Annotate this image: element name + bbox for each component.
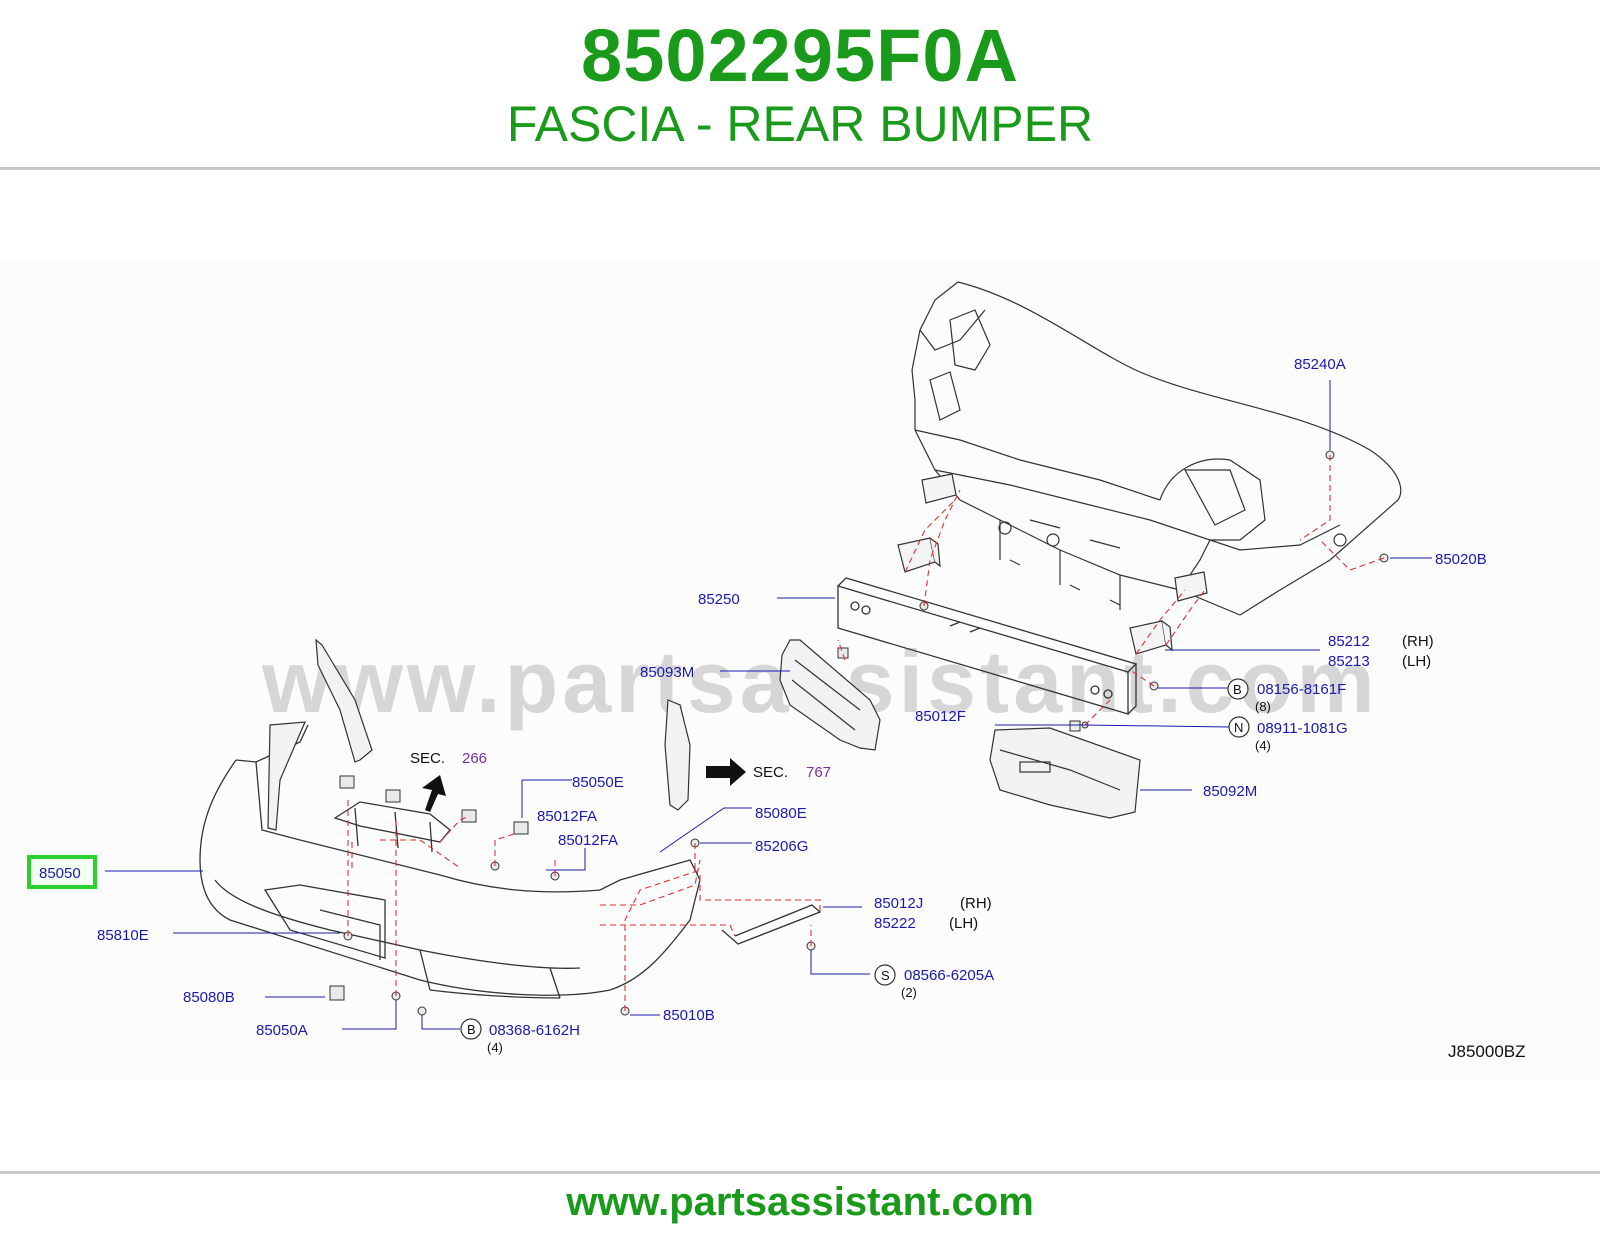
code-circles (460, 678, 1250, 1040)
arrow-right-icon (706, 758, 746, 786)
label-08566-qty: (2) (901, 985, 917, 1000)
arrow-up-icon (422, 775, 446, 812)
label-08156-qty: (8) (1255, 699, 1271, 714)
assembly-leader-lines (347, 455, 1385, 1011)
label-08368-qty: (4) (487, 1040, 503, 1055)
footer-divider (0, 1171, 1600, 1174)
label-85212-side: (RH) (1402, 633, 1434, 650)
section-arrows (422, 758, 746, 812)
page-header: 8502295F0A FASCIA - REAR BUMPER (0, 0, 1600, 172)
label-08156-8161f[interactable]: 08156-8161F (1257, 681, 1346, 698)
label-85213-side: (LH) (1402, 653, 1431, 670)
label-85213[interactable]: 85213 (1328, 653, 1370, 670)
code-circle-b2 (460, 1018, 482, 1040)
label-85050a[interactable]: 85050A (256, 1022, 308, 1039)
label-85093m[interactable]: 85093M (640, 664, 694, 681)
code-circle-s (874, 964, 896, 986)
section-767-prefix: SEC. (753, 764, 788, 781)
code-b2-text: B (467, 1022, 476, 1037)
rear-bumper-fascia (199, 724, 701, 999)
side-brackets (267, 638, 691, 831)
code-b-text: B (1233, 682, 1242, 697)
code-circle-n (1228, 716, 1250, 738)
label-85092m[interactable]: 85092M (1203, 783, 1257, 800)
section-767-link[interactable]: 767 (806, 764, 831, 781)
parts-diagram: www.partsassistant.com (0, 262, 1600, 1080)
label-08566-6205a[interactable]: 08566-6205A (904, 967, 994, 984)
bumper-reinforcement (837, 577, 1138, 715)
label-85080e[interactable]: 85080E (755, 805, 807, 822)
label-08911-qty: (4) (1255, 738, 1271, 753)
label-85050[interactable]: 85050 (39, 865, 81, 882)
parts-diagram-svg: www.partsassistant.com (27, 281, 1526, 1061)
code-n-text: N (1234, 720, 1243, 735)
label-85080b[interactable]: 85080B (183, 989, 235, 1006)
label-85012fa-1[interactable]: 85012FA (537, 808, 597, 825)
label-85012fa-2[interactable]: 85012FA (558, 832, 618, 849)
label-85240a[interactable]: 85240A (1294, 356, 1346, 373)
label-85010b[interactable]: 85010B (663, 1007, 715, 1024)
label-85020b[interactable]: 85020B (1435, 551, 1487, 568)
label-85810e[interactable]: 85810E (97, 927, 149, 944)
diagram-code: J85000BZ (1448, 1042, 1526, 1061)
label-08368-6162h[interactable]: 08368-6162H (489, 1022, 580, 1039)
label-leaders (105, 380, 1432, 1030)
highlight-box (27, 855, 97, 889)
part-title: FASCIA - REAR BUMPER (506, 96, 1094, 152)
label-85250[interactable]: 85250 (698, 591, 740, 608)
energy-absorbers (779, 639, 1141, 819)
section-266-prefix: SEC. (410, 750, 445, 767)
label-85222-side: (LH) (949, 915, 978, 932)
label-85212[interactable]: 85212 (1328, 633, 1370, 650)
code-circle-b (1227, 678, 1249, 700)
label-85050e[interactable]: 85050E (572, 774, 624, 791)
footer-url-link[interactable]: www.partsassistant.com (566, 1180, 1034, 1224)
bumper-stay-brackets (897, 473, 1208, 655)
label-85012j-side: (RH) (960, 895, 992, 912)
section-266-link[interactable]: 266 (462, 750, 487, 767)
code-s-text: S (881, 968, 890, 983)
part-number: 8502295F0A (581, 14, 1019, 97)
label-85012f[interactable]: 85012F (915, 708, 966, 725)
side-retainer (721, 904, 822, 945)
header-divider (0, 167, 1600, 170)
label-85206g[interactable]: 85206G (755, 838, 808, 855)
rear-body-panel (911, 281, 1402, 616)
label-85222[interactable]: 85222 (874, 915, 916, 932)
label-85012j[interactable]: 85012J (874, 895, 923, 912)
label-08911-1081g[interactable]: 08911-1081G (1257, 720, 1348, 737)
